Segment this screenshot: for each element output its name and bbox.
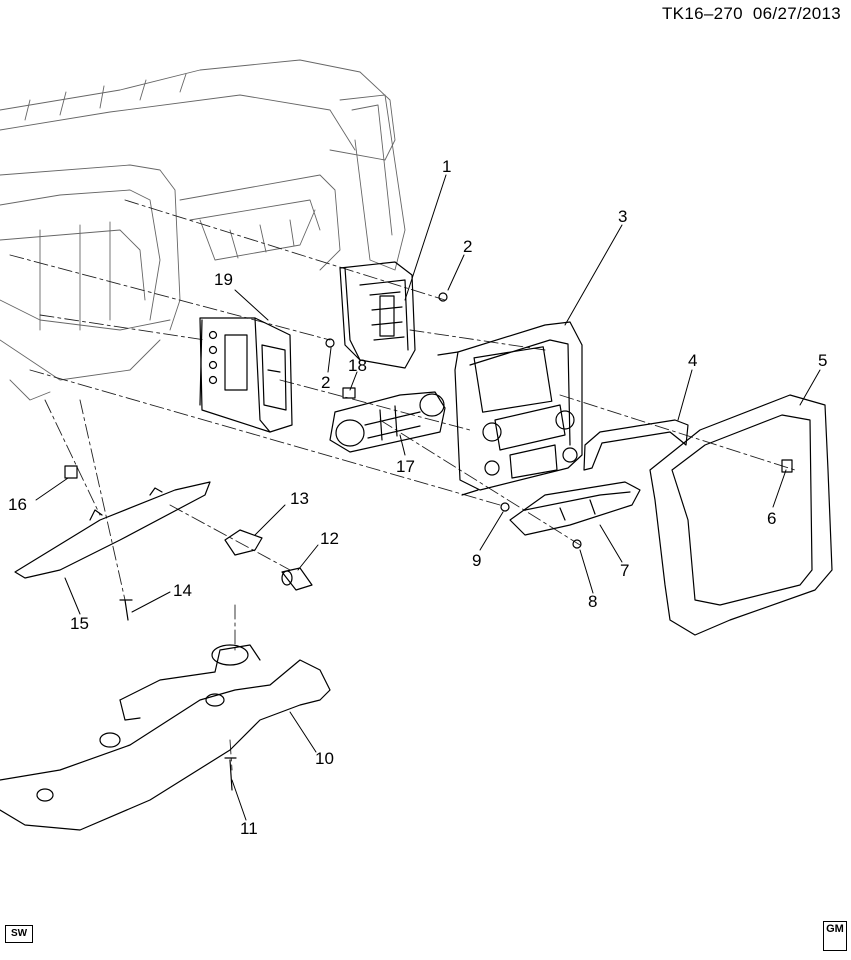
part-1-radio-module <box>339 261 416 369</box>
callout-14: 14 <box>173 581 192 600</box>
callout-16: 16 <box>8 495 27 514</box>
callout-18: 18 <box>348 356 367 375</box>
leader-lines <box>35 174 821 821</box>
callout-6: 6 <box>767 509 777 528</box>
callout-10: 10 <box>315 749 334 768</box>
part-7-switch-panel <box>509 481 641 536</box>
part-10-lower-support <box>0 644 331 831</box>
gm-logo: GM <box>823 921 847 951</box>
diagram-date: 06/27/2013 <box>752 4 841 23</box>
part-17-hvac-control <box>329 391 446 453</box>
assembly-guide-lines <box>9 199 796 771</box>
part-3-center-stack-bezel <box>437 321 583 496</box>
callout-7: 7 <box>620 561 630 580</box>
diagram-code: TK16–270 <box>662 4 743 23</box>
callout-15: 15 <box>70 614 89 633</box>
sw-badge: SW <box>5 925 33 943</box>
callout-17: 17 <box>396 457 415 476</box>
callout-4: 4 <box>688 351 698 370</box>
callout-12: 12 <box>320 529 339 548</box>
part-15-knee-bolster-trim <box>14 481 211 579</box>
callout-19: 19 <box>214 270 233 289</box>
callout-9: 9 <box>472 551 482 570</box>
diagram-header: TK16–270 06/27/2013 <box>662 4 841 24</box>
part-4-trim-strip <box>583 419 689 471</box>
fasteners <box>119 292 582 791</box>
part-6-clip <box>781 459 793 473</box>
part-16-clip <box>64 465 78 479</box>
callout-1: 1 <box>442 157 452 176</box>
instrument-panel-carrier <box>0 59 406 401</box>
callout-2-lower: 2 <box>321 373 331 392</box>
callout-3: 3 <box>618 207 628 226</box>
part-13-bracket <box>224 529 263 556</box>
callout-13: 13 <box>290 489 309 508</box>
part-19-control-unit <box>199 317 293 433</box>
callout-8: 8 <box>588 592 598 611</box>
callout-5: 5 <box>818 351 828 370</box>
callout-11: 11 <box>240 819 258 838</box>
part-12-courtesy-lamp <box>281 567 313 591</box>
callout-2-upper: 2 <box>463 237 473 256</box>
part-18-clip <box>342 387 356 399</box>
part-5-trim-plate <box>649 394 833 636</box>
